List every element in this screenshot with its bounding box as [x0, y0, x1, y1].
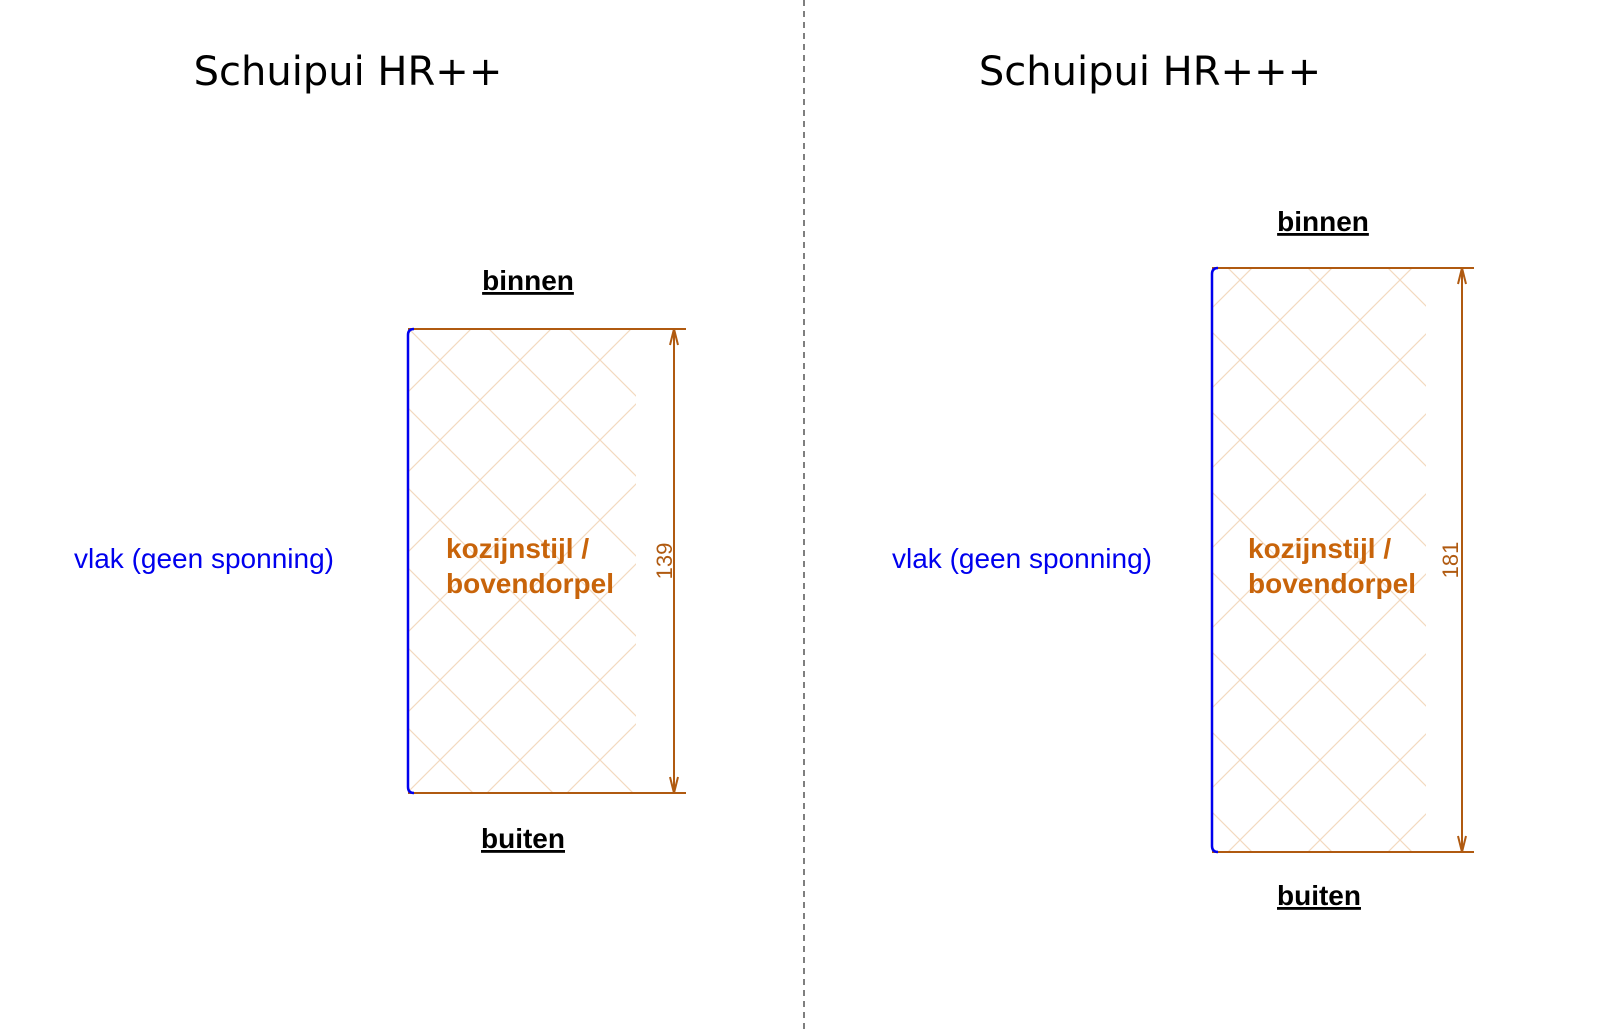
- bottom-label-buiten: buiten: [1277, 880, 1361, 911]
- frame-section: [1212, 268, 1426, 852]
- top-label-binnen: binnen: [1277, 206, 1369, 237]
- face-label: vlak (geen sponning): [74, 543, 334, 574]
- dimension-line: [1426, 267, 1474, 853]
- panel-title: Schuipui HR++: [194, 49, 503, 95]
- frame-section: [408, 329, 636, 793]
- flat-face-line: [406, 327, 415, 795]
- panel-hr-plus-plus: Schuipui HR++ binnen vlak (geen sponning…: [74, 49, 686, 854]
- flat-face-line: [1210, 266, 1219, 854]
- dimension-value: 181: [1438, 542, 1463, 579]
- dimension-value: 139: [652, 543, 677, 580]
- panel-title: Schuipui HR+++: [979, 49, 1321, 95]
- dimension-line: [636, 328, 686, 794]
- panel-hr-plus-plus-plus: Schuipui HR+++ binnen vlak (geen sponnin…: [892, 49, 1474, 911]
- part-label-line1: kozijnstijl /: [1248, 533, 1391, 564]
- top-label-binnen: binnen: [482, 265, 574, 296]
- part-label-line1: kozijnstijl /: [446, 533, 589, 564]
- part-label-line2: bovendorpel: [1248, 568, 1416, 599]
- bottom-label-buiten: buiten: [481, 823, 565, 854]
- part-label-line2: bovendorpel: [446, 568, 614, 599]
- face-label: vlak (geen sponning): [892, 543, 1152, 574]
